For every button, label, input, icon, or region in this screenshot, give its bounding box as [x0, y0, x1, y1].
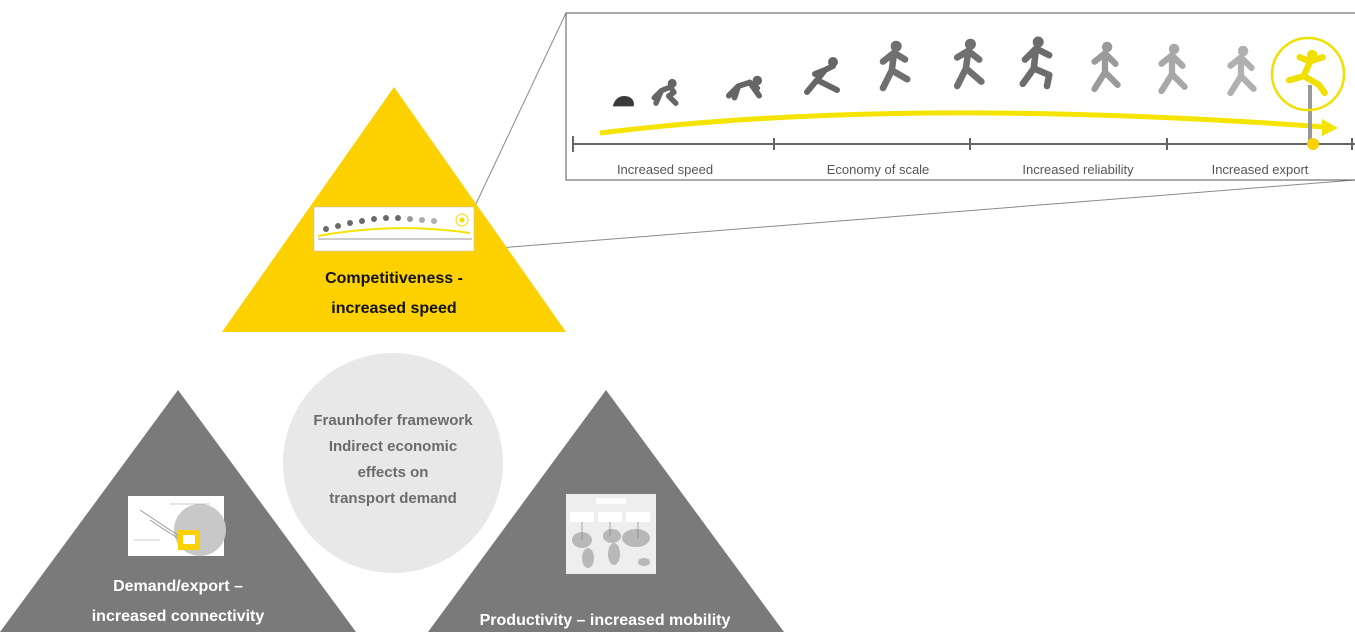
framework-circle: [283, 353, 503, 573]
competitiveness-label: Competitiveness - increased speed: [284, 264, 504, 324]
mobility-thumbnail: [566, 494, 656, 574]
stage-label-scale: Economy of scale: [826, 162, 930, 177]
leaping-runner-icon: [1285, 49, 1328, 97]
stage-label-speed: Increased speed: [616, 162, 714, 177]
zoom-connector-bottom: [473, 179, 1355, 251]
progress-arc: [599, 110, 1326, 136]
stage-label-reliability: Increased reliability: [1022, 162, 1134, 177]
accelerating-runner-icon: [804, 57, 840, 95]
speed-zoom-panel: [565, 12, 1355, 181]
framework-line1: Fraunhofer framework: [313, 412, 473, 429]
sprinting-runner-icon: [879, 40, 911, 92]
framework-line4: transport demand: [329, 490, 457, 507]
competitiveness-line1: Competitiveness -: [325, 270, 463, 287]
framework-line3: effects on: [357, 464, 429, 481]
demand-export-line2: increased connectivity: [91, 608, 265, 625]
productivity-line1: Productivity – increased mobility: [479, 612, 731, 629]
framework-line2: Indirect economic: [328, 438, 458, 455]
demand-export-label: Demand/export – increased connectivity: [38, 572, 318, 632]
running-runner-icon: [1158, 43, 1188, 95]
export-highlight-ring: [1270, 36, 1346, 112]
zoom-connector-top: [473, 12, 567, 209]
framework-label: Fraunhofer framework Indirect economic e…: [283, 408, 503, 512]
rising-runner-icon: [725, 75, 763, 101]
running-runner-icon: [1091, 41, 1121, 93]
sprinting-runner-icon: [953, 38, 985, 90]
connectivity-thumbnail: [128, 496, 226, 556]
stage-label-export: Increased export: [1211, 162, 1309, 177]
competitiveness-line2: increased speed: [331, 300, 457, 317]
starting-block-runner-icon: [651, 78, 679, 106]
running-runner-icon: [1227, 45, 1257, 97]
crouching-runner-icon: [612, 96, 634, 107]
export-marker-dot: [1307, 138, 1319, 150]
demand-export-line1: Demand/export –: [113, 578, 243, 595]
productivity-label: Productivity – increased mobility: [440, 606, 770, 636]
progress-arrowhead: [1322, 119, 1338, 136]
sprinting-runner-icon: [1019, 36, 1053, 90]
speed-thumbnail: [313, 206, 475, 252]
